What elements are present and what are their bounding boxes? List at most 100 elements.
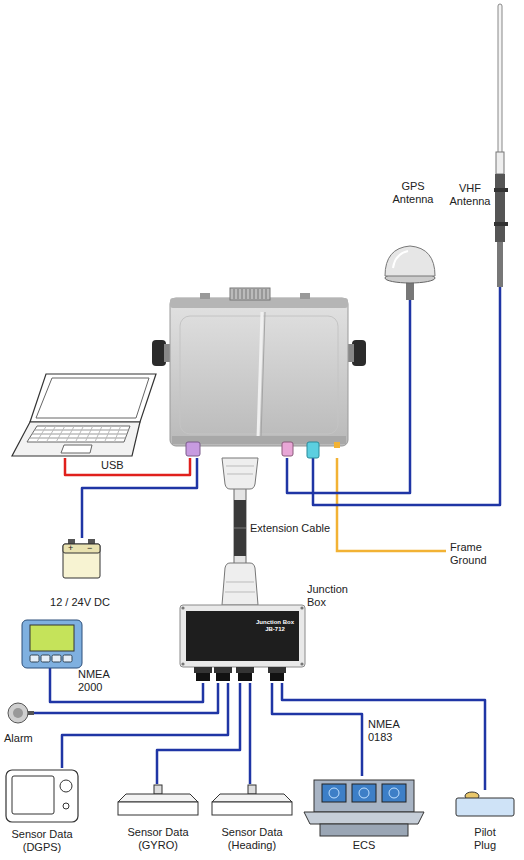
junction-box-face	[186, 611, 299, 661]
key-col	[85, 426, 93, 442]
nmea2000-display-drawing	[20, 618, 120, 696]
cable-gland	[214, 667, 232, 673]
key-col	[56, 426, 65, 442]
vhf-antenna-drawing	[448, 2, 512, 287]
node-label: Junction Box JB-712	[254, 619, 296, 633]
cable-plug-ridge	[225, 592, 255, 593]
alarm-cable	[34, 683, 218, 713]
display-button	[30, 655, 39, 662]
display-button	[63, 655, 72, 662]
label-slot: Pilot Plug	[465, 826, 505, 852]
cable-gland	[236, 667, 254, 673]
usb-power-connector	[186, 442, 200, 456]
heat-fins	[230, 288, 270, 300]
sensor-top	[212, 794, 292, 802]
ecs-console: ECS	[300, 776, 428, 856]
ais-transponder-drawing	[150, 288, 368, 458]
label-slot: Alarm	[4, 732, 44, 745]
top-bump	[300, 293, 310, 299]
fin-line	[238, 289, 239, 299]
laptop-lid	[30, 374, 156, 422]
transponder-body	[170, 298, 348, 446]
antenna-foot	[497, 242, 503, 287]
node-label: Pilot Plug	[465, 826, 505, 852]
node-label: Sensor Data (GYRO)	[118, 826, 198, 852]
node-label: Sensor Data (DGPS)	[2, 828, 82, 854]
console-desk	[304, 812, 424, 824]
body-groove	[261, 312, 265, 438]
antenna-dome	[385, 246, 435, 276]
label-slot: Sensor Data (DGPS)	[2, 828, 82, 854]
connector-label: NMEA 0183	[367, 718, 409, 744]
fin-line	[234, 289, 235, 299]
label-slot: GPS Antenna	[387, 180, 439, 206]
laptop-base	[12, 422, 140, 456]
console-screen	[352, 784, 376, 802]
label-slot: Junction Box JB-712	[254, 619, 296, 633]
housing-screw	[181, 606, 184, 609]
node-label: NMEA 2000	[78, 668, 118, 694]
console-pedestal	[320, 824, 408, 836]
cable-gland	[194, 667, 212, 673]
alarm-bell	[8, 703, 28, 723]
gyro-cable	[157, 683, 240, 784]
node-label: Junction Box	[307, 583, 355, 609]
cable-gland-nut	[216, 673, 230, 681]
heading-cable	[249, 683, 252, 784]
connector-label: Extension Cable	[249, 522, 331, 535]
mount-knob	[152, 340, 166, 366]
laptop-keyboard	[27, 426, 130, 442]
cable-gland-nut	[270, 673, 284, 681]
node-label: Sensor Data (Heading)	[210, 826, 294, 852]
housing-screw	[300, 606, 303, 609]
antenna-coil	[496, 152, 504, 174]
radar-ring	[389, 788, 399, 798]
heading-sensor: Sensor Data (Heading)	[206, 784, 298, 856]
pilot-plug-cable	[282, 683, 485, 790]
display-body	[22, 620, 82, 668]
dome-highlight	[393, 251, 408, 268]
antenna-mount	[495, 174, 505, 242]
laptop	[10, 372, 160, 458]
junction-box-drawing	[180, 583, 355, 683]
terminal-mark: −	[87, 543, 92, 554]
laptop-drawing	[10, 372, 160, 458]
display-screen	[30, 625, 74, 651]
top-bump	[200, 293, 210, 299]
console-panel	[314, 780, 414, 812]
fin-line	[258, 289, 259, 299]
fin-line	[266, 289, 267, 299]
mount-knob	[352, 340, 366, 366]
fin-line	[254, 289, 255, 299]
ground-stud	[334, 442, 340, 448]
junction-box-housing	[180, 605, 305, 667]
node-label: VHF Antenna	[448, 182, 492, 208]
node-label: GPS Antenna	[387, 180, 439, 206]
battery: 12 / 24V DC	[30, 538, 130, 616]
cable-plug-ridge	[227, 474, 253, 475]
junction-box: Junction BoxJunction Box JB-712	[180, 583, 355, 683]
antenna-rod	[498, 4, 502, 154]
receiver-body	[6, 770, 78, 822]
ais-transponder	[150, 288, 368, 458]
gyro-sensor: Sensor Data (GYRO)	[112, 784, 204, 856]
cable-plug-ridge	[226, 466, 254, 467]
antenna-clamp	[494, 222, 508, 226]
cable-sleeve	[234, 500, 246, 556]
housing-screw	[300, 662, 303, 665]
receiver-button	[63, 803, 69, 809]
pilot-plug: Pilot Plug	[452, 790, 518, 856]
battery-body	[63, 544, 100, 578]
nmea2000-display: NMEA 2000	[20, 618, 120, 696]
key-col	[46, 426, 55, 442]
laptop-touchpad	[61, 445, 92, 453]
key-col	[76, 426, 84, 442]
housing-screw	[181, 662, 184, 665]
cable-plug-ridge	[226, 582, 254, 583]
nmea2000-cable	[50, 668, 203, 702]
laptop-screen	[36, 378, 149, 418]
receiver-knob	[60, 780, 72, 792]
cable-gland	[268, 667, 286, 673]
